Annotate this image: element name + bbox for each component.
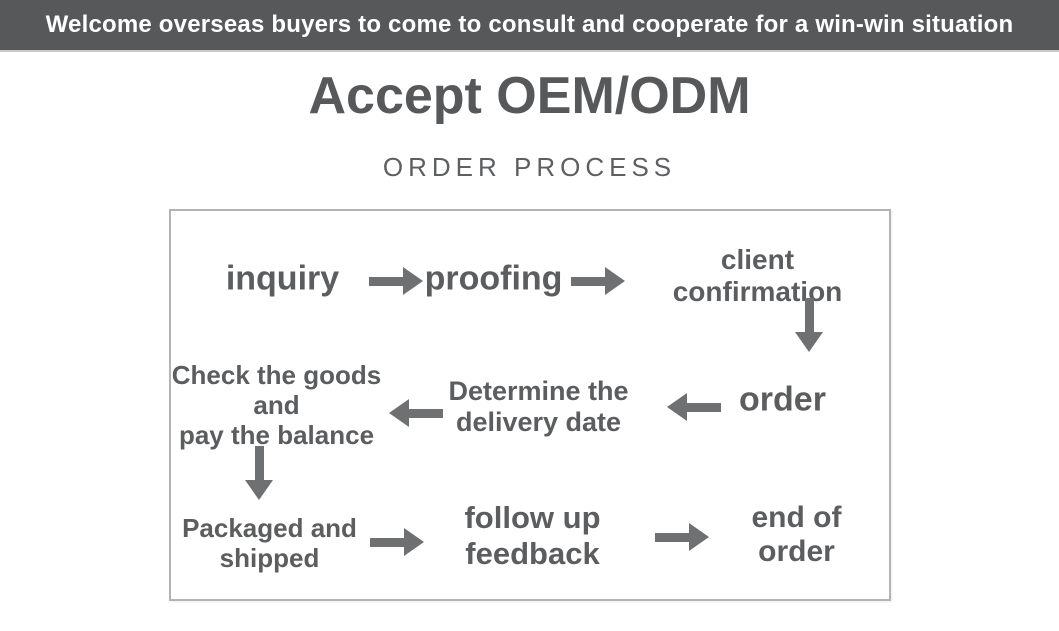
arrow-down-icon xyxy=(243,446,275,500)
flow-step-end-of-order: end of order xyxy=(751,501,842,568)
arrow-left-icon xyxy=(388,397,443,429)
flow-step-order: order xyxy=(739,380,826,419)
flow-step-follow-up-feedback: follow up feedback xyxy=(464,500,601,571)
arrow-right-icon xyxy=(570,265,625,297)
arrow-left-icon xyxy=(666,391,721,423)
order-process-flowchart: inquiry proofing client confirmation Che… xyxy=(168,209,891,601)
flow-step-determine-delivery-date: Determine the delivery date xyxy=(448,376,629,437)
flow-step-client-confirmation: client confirmation xyxy=(672,244,843,307)
flow-step-packaged-shipped: Packaged and shipped xyxy=(182,513,357,573)
subtitle-order-process: ORDER PROCESS xyxy=(382,152,677,182)
flow-step-inquiry: inquiry xyxy=(225,259,340,298)
arrow-right-icon xyxy=(654,521,709,553)
arrow-right-icon xyxy=(368,265,423,297)
banner-text: Welcome overseas buyers to come to consu… xyxy=(45,11,1014,38)
arrow-right-icon xyxy=(369,526,424,558)
flow-step-proofing: proofing xyxy=(424,259,563,298)
banner: Welcome overseas buyers to come to consu… xyxy=(0,0,1059,52)
flow-step-check-goods-pay-balance: Check the goods and pay the balance xyxy=(171,360,382,450)
page-title: Accept OEM/ODM xyxy=(308,67,751,125)
arrow-down-icon xyxy=(793,298,825,352)
